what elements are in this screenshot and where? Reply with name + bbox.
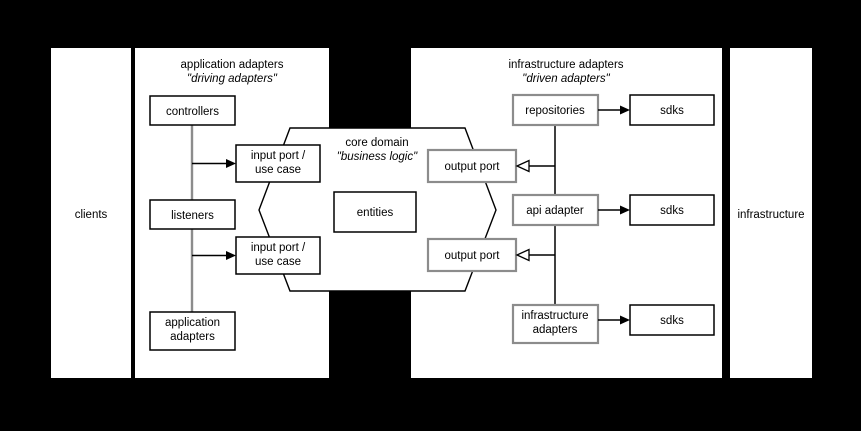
box-application-adapters-label-line1: application — [165, 317, 220, 329]
arrowhead-to-input-port-1 — [226, 159, 236, 168]
arrowhead-hollow-to-output-port-1 — [515, 159, 530, 173]
box-input-port-use-case-1[interactable] — [235, 144, 321, 183]
arrowhead-to-sdk-3 — [620, 315, 630, 325]
box-input-port-1-line2: use case — [255, 164, 301, 176]
box-sdk-1-label: sdks — [660, 105, 684, 117]
box-input-port-use-case-2[interactable] — [235, 236, 321, 275]
box-entities-label: entities — [357, 207, 394, 219]
arrowhead-to-sdk-2 — [620, 205, 630, 215]
panel-infrastructure-adapters-subtitle: "driven adapters" — [522, 73, 610, 85]
panel-clients — [51, 48, 131, 378]
panel-application-adapters-subtitle: "driving adapters" — [187, 73, 278, 85]
box-infrastructure-adapters-label-line2: adapters — [533, 324, 578, 336]
panel-clients-label: clients — [75, 209, 108, 221]
panel-infrastructure-label: infrastructure — [737, 209, 804, 221]
box-listeners-label: listeners — [171, 210, 214, 222]
box-infrastructure-adapters-label-line1: infrastructure — [521, 310, 588, 322]
arrowhead-to-input-port-2 — [226, 251, 236, 260]
box-sdk-2[interactable] — [629, 194, 715, 226]
box-infrastructure-adapters[interactable] — [511, 303, 600, 345]
box-application-adapters[interactable] — [149, 311, 236, 351]
box-api-adapter-label: api adapter — [526, 205, 584, 217]
arrowhead-to-sdk-1 — [620, 105, 630, 115]
arrowhead-hollow-to-output-port-2 — [515, 248, 530, 262]
box-sdk-1[interactable] — [629, 94, 715, 126]
box-sdk-3[interactable] — [629, 304, 715, 336]
box-output-port-1-label: output port — [445, 161, 501, 173]
box-repositories-label: repositories — [525, 105, 585, 117]
box-controllers-label: controllers — [166, 106, 219, 118]
box-application-adapters-label-line2: adapters — [170, 331, 215, 343]
panel-infrastructure — [730, 48, 812, 378]
core-domain-title: core domain — [345, 137, 408, 149]
box-input-port-2-line1: input port / — [251, 242, 306, 254]
box-output-port-1[interactable] — [426, 148, 518, 184]
box-input-port-1-line1: input port / — [251, 150, 306, 162]
box-api-adapter[interactable] — [511, 193, 600, 227]
box-listeners[interactable] — [149, 199, 236, 230]
panel-application-adapters-title: application adapters — [181, 59, 284, 71]
box-output-port-2-label: output port — [445, 250, 501, 262]
box-sdk-2-label: sdks — [660, 205, 684, 217]
core-domain-subtitle: "business logic" — [337, 151, 418, 163]
box-controllers[interactable] — [149, 95, 236, 126]
box-entities[interactable] — [333, 191, 417, 233]
box-sdk-3-label: sdks — [660, 315, 684, 327]
panel-infrastructure-adapters-title: infrastructure adapters — [508, 59, 623, 71]
box-input-port-2-line2: use case — [255, 256, 301, 268]
